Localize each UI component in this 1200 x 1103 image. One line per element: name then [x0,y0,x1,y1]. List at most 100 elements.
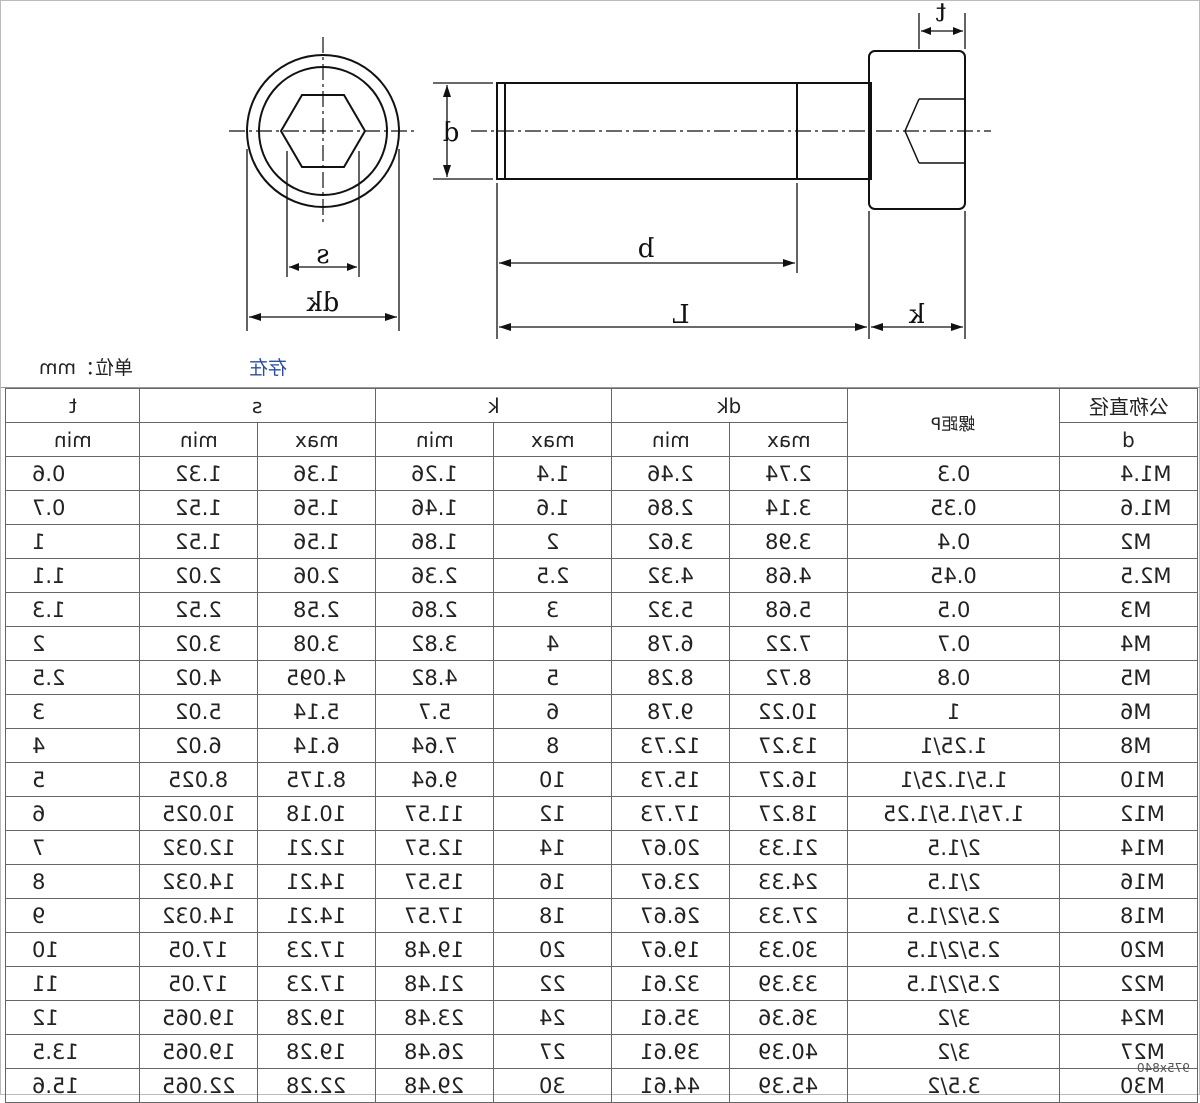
cell-p: 0.5 [847,592,1061,627]
cell-tmin: 8 [5,864,140,899]
cell-tmin: 7 [5,830,140,865]
cell-smax: 17.23 [256,966,377,1001]
cell-tmin: 10 [5,932,140,967]
cell-smin: 4.02 [139,660,258,695]
cell-kmin: 7.64 [375,728,495,763]
cell-dkmax: 27.33 [729,898,849,933]
cell-dkmax: 21.33 [729,830,849,865]
cell-kmax: 8 [493,728,613,763]
cell-dkmax: 10.22 [729,694,849,729]
header-row-2: min min max min max min max d [5,422,1199,457]
cell-tmin: 15.6 [5,1068,140,1103]
cell-dkmin: 19.67 [611,932,731,967]
cell-d: M1.4 [1059,456,1199,491]
cell-dkmin: 4.32 [611,558,731,593]
cell-kmax: 18 [493,898,613,933]
watermark: 975x840 [1137,1061,1190,1075]
cell-tmin: 6 [5,796,140,831]
cell-dkmax: 7.22 [729,626,849,661]
cell-tmin: 2 [5,626,140,661]
cell-kmax: 22 [493,966,613,1001]
header-s: s [138,388,377,423]
cell-dkmin: 2.46 [611,456,731,491]
cell-d: M6 [1059,694,1199,729]
cell-kmin: 19.48 [375,932,495,967]
cell-dkmax: 40.39 [729,1034,849,1069]
header-k: k [375,388,613,423]
cell-smax: 12.21 [256,830,377,865]
cell-smax: 3.08 [256,626,377,661]
cell-dkmax: 8.72 [729,660,849,695]
cell-kmin: 29.48 [375,1068,495,1103]
header-nominal: 公称直径 [1059,388,1199,423]
cell-dkmax: 4.68 [729,558,849,593]
unit-line: 单位：mm 存在 [1,343,1200,388]
header-k-max: max [493,422,613,457]
cell-smin: 17.05 [139,966,258,1001]
cell-p: 0.7 [847,626,1061,661]
cell-smin: 6.02 [139,728,258,763]
cell-kmin: 2.86 [375,592,495,627]
label-dk: dk [307,288,340,318]
cell-p: 1.75/1.5/1.25 [847,796,1061,831]
cell-p: 1 [847,694,1061,729]
cell-p: 3.5/2 [847,1068,1061,1103]
cell-smax: 1.56 [256,490,377,525]
cell-kmax: 2.5 [493,558,613,593]
cell-dkmin: 23.67 [611,864,731,899]
cell-kmin: 15.57 [375,864,495,899]
header-k-min: min [375,422,495,457]
cell-kmin: 23.48 [375,1000,495,1035]
cell-dkmax: 2.74 [729,456,849,491]
cell-d: M5 [1059,660,1199,695]
cell-dkmin: 20.67 [611,830,731,865]
cell-p: 2.5/2/1.5 [847,898,1061,933]
cell-dkmin: 32.61 [611,966,731,1001]
cell-dkmin: 9.78 [611,694,731,729]
cell-p: 0.4 [847,524,1061,559]
cell-d: M27 [1059,1034,1199,1069]
cell-d: M2.5 [1059,558,1199,593]
label-L: L [672,300,689,330]
cell-kmax: 4 [493,626,613,661]
header-dk: dk [611,388,849,423]
cell-kmax: 24 [493,1000,613,1035]
header-s-max: max [256,422,377,457]
cell-kmax: 14 [493,830,613,865]
cell-dkmin: 5.32 [611,592,731,627]
cell-smax: 22.28 [256,1068,377,1103]
cell-d: M18 [1059,898,1199,933]
cell-smax: 5.14 [256,694,377,729]
cell-d: M16 [1059,864,1199,899]
cell-kmax: 16 [493,864,613,899]
cell-tmin: 3 [5,694,140,729]
cell-dkmax: 45.39 [729,1068,849,1103]
cell-d: M20 [1059,932,1199,967]
cell-dkmin: 2.86 [611,490,731,525]
label-d: d [443,118,460,148]
cell-p: 0.35 [847,490,1061,525]
cell-tmin: 2.5 [5,660,140,695]
cell-dkmin: 17.73 [611,796,731,831]
cell-dkmin: 35.61 [611,1000,731,1035]
cell-tmin: 4 [5,728,140,763]
cell-dkmax: 5.68 [729,592,849,627]
cell-d: M10 [1059,762,1199,797]
header-row-1: t s k dk 螺距P 公称直径 [5,388,1199,457]
header-nominal-sub: d [1059,422,1199,457]
cell-tmin: 0.6 [5,456,140,491]
cell-smax: 14.21 [256,864,377,899]
cell-d: M14 [1059,830,1199,865]
spec-table: t s k dk 螺距P 公称直径 min min max min max mi… [5,388,1199,1103]
cell-kmax: 10 [493,762,613,797]
cell-smin: 1.52 [139,524,258,559]
